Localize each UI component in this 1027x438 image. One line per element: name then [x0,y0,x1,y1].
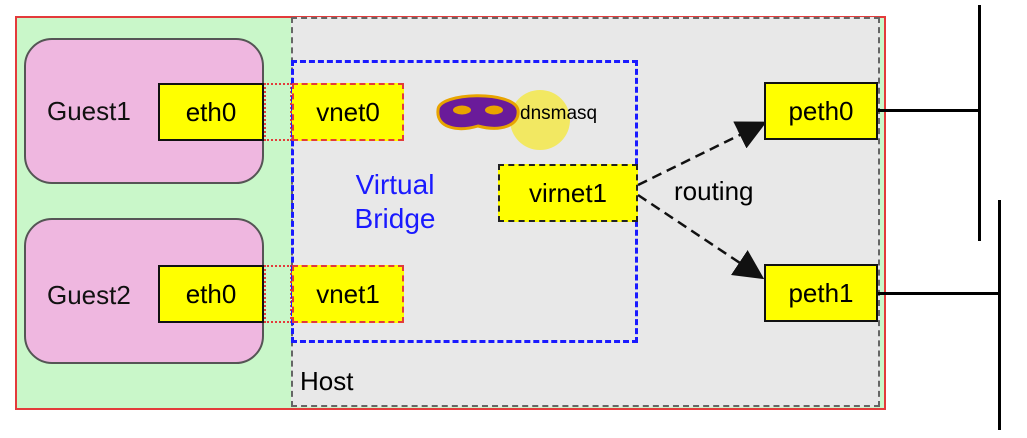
guest2-eth0-port: eth0 [158,265,264,323]
guest1-vnet0-link [264,83,292,141]
bridge-label-line2: Bridge [354,203,436,234]
routing-arrow-peth1 [637,193,765,280]
network-segment-2 [998,200,1001,430]
guest1-label: Guest1 [47,96,131,126]
guest1-eth0-port: eth0 [158,83,264,141]
routing-arrows [637,121,767,280]
virnet1-port: virnet1 [498,164,638,222]
routing-arrow-peth0 [637,121,767,187]
guest2-vnet1-link [264,265,292,323]
peth1-port: peth1 [764,264,878,322]
mask-icon [436,90,570,150]
vnet1-port: vnet1 [292,265,404,323]
host-label: Host [300,366,354,396]
vnet0-port: vnet0 [292,83,404,141]
bridge-label: Virtual Bridge [335,168,455,236]
routing-label: routing [674,176,754,206]
network-segment-1 [978,5,981,241]
peth0-port: peth0 [764,82,878,140]
peth1-cable [878,292,1000,295]
bridge-label-line1: Virtual [355,169,435,200]
dnsmasq-label: dnsmasq [520,103,598,124]
guest2-label: Guest2 [47,280,131,310]
peth0-cable [878,109,980,112]
